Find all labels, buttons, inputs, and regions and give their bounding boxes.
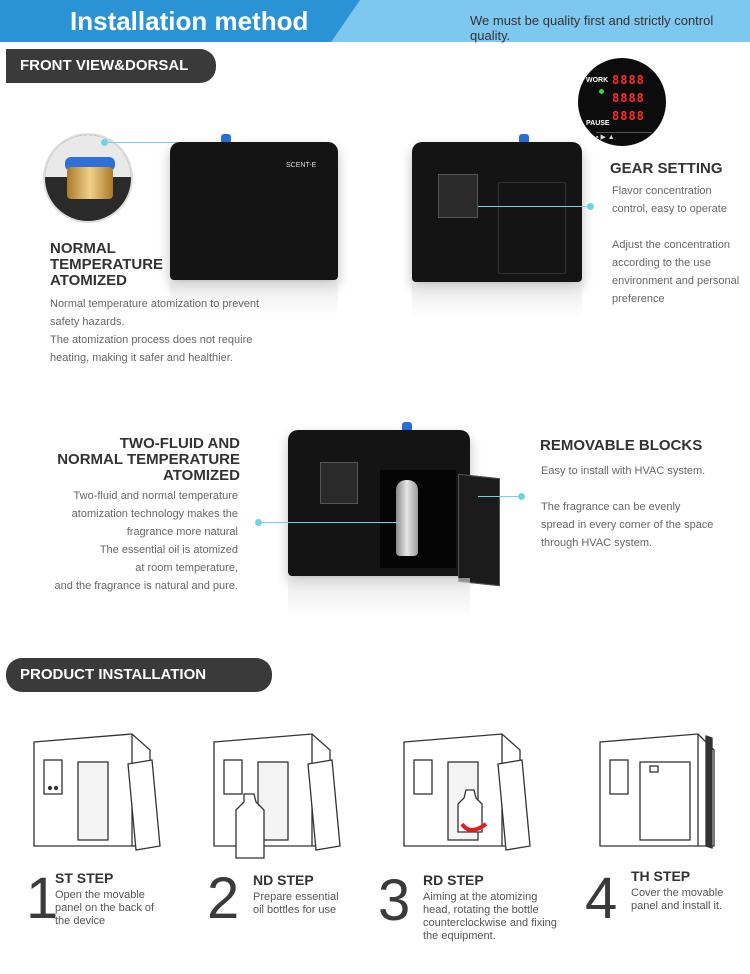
step-4-desc: Cover the movable panel and install it. xyxy=(631,887,724,912)
connector-line xyxy=(478,206,590,207)
up-button-icon: ▲ xyxy=(607,134,615,141)
connector-dot xyxy=(518,493,525,500)
device-open-view xyxy=(288,430,470,576)
step-2-number: 2 xyxy=(207,866,240,931)
page-title: Installation method xyxy=(70,6,309,36)
section-title-install-diagram: PRODUCT INSTALLATION DIAGRAM xyxy=(6,658,272,717)
device-reflection xyxy=(288,578,470,618)
timer-display-1: 8888 xyxy=(612,73,645,87)
step-3-title: RD STEP xyxy=(423,872,484,888)
two-fluid-heading: TWO-FLUID AND NORMAL TEMPERATURE ATOMIZE… xyxy=(57,435,240,484)
step-2-desc: Prepare essential oil bottles for use xyxy=(253,891,339,916)
device-nozzle xyxy=(519,134,529,144)
header-title-tab xyxy=(0,0,360,42)
two-fluid-text: Two-fluid and normal temperature atomiza… xyxy=(54,490,238,592)
device-nozzle xyxy=(221,134,231,144)
device-panel-outline xyxy=(498,182,566,274)
brass-fitting-icon xyxy=(67,167,113,199)
connector-line xyxy=(260,522,400,523)
step-2-illustration xyxy=(213,733,341,859)
device-front-view: SCENT-E xyxy=(170,142,338,280)
step-3-illustration xyxy=(403,733,531,851)
normal-temp-heading: NORMAL TEMPERATURE ATOMIZED xyxy=(50,240,164,289)
removable-heading: REMOVABLE BLOCKS xyxy=(540,437,703,454)
set-button-icon: ▪ xyxy=(596,134,599,141)
removable-text-2: The fragrance can be evenly spread in ev… xyxy=(541,501,714,549)
gear-setting-text-1: Flavor concentration control, easy to op… xyxy=(612,185,727,215)
work-label: WORK xyxy=(586,77,609,84)
gear-setting-text-2: Adjust the concentration according to th… xyxy=(612,239,740,305)
connector-dot xyxy=(587,203,594,210)
timer-display-3: 8888 xyxy=(612,109,645,123)
device-control-panel xyxy=(320,462,358,504)
device-rear-view xyxy=(412,142,582,282)
device-reflection xyxy=(170,282,338,316)
normal-temp-text: Normal temperature atomization to preven… xyxy=(50,298,260,364)
control-buttons-row: ▪ ▶ ▲ xyxy=(596,132,652,142)
installation-diagram xyxy=(33,733,715,859)
section-title-front-view: FRONT VIEW&DORSAL VIEW xyxy=(6,49,216,108)
device-control-panel xyxy=(438,174,478,218)
step-4-number: 4 xyxy=(585,866,618,931)
step-3-number: 3 xyxy=(378,868,411,933)
header-slogan: We must be quality first and strictly co… xyxy=(470,13,714,43)
connector-line xyxy=(478,496,522,497)
step-2-title: ND STEP xyxy=(253,872,314,888)
gear-setting-heading: GEAR SETTING xyxy=(610,160,723,177)
removable-text-1: Easy to install with HVAC system. xyxy=(541,465,706,477)
step-3-desc: Aiming at the atomizing head, rotating t… xyxy=(423,891,557,942)
nozzle-zoom-image xyxy=(43,133,133,223)
oil-bottle-icon xyxy=(396,480,418,556)
step-1-title: ST STEP xyxy=(55,870,114,886)
device-brand-logo: SCENT-E xyxy=(286,162,317,169)
work-indicator-icon xyxy=(599,89,604,94)
connector-dot xyxy=(101,139,108,146)
step-1-desc: Open the movable panel on the back of th… xyxy=(55,889,155,927)
bottle-cavity xyxy=(380,470,456,568)
step-4-title: TH STEP xyxy=(631,868,691,884)
step-1-number: 1 xyxy=(26,866,59,931)
connector-dot xyxy=(255,519,262,526)
step-1-illustration xyxy=(33,733,161,851)
control-panel-zoom: WORK PAUSE 8888 8888 8888 ▪ ▶ ▲ xyxy=(578,58,666,146)
play-button-icon: ▶ xyxy=(600,134,606,141)
timer-display-2: 8888 xyxy=(612,91,645,105)
connector-line xyxy=(104,142,196,143)
step-4-illustration xyxy=(599,733,715,849)
removable-door xyxy=(458,473,500,587)
device-reflection xyxy=(412,284,582,318)
pause-label: PAUSE xyxy=(586,120,610,127)
device-nozzle xyxy=(402,422,412,432)
